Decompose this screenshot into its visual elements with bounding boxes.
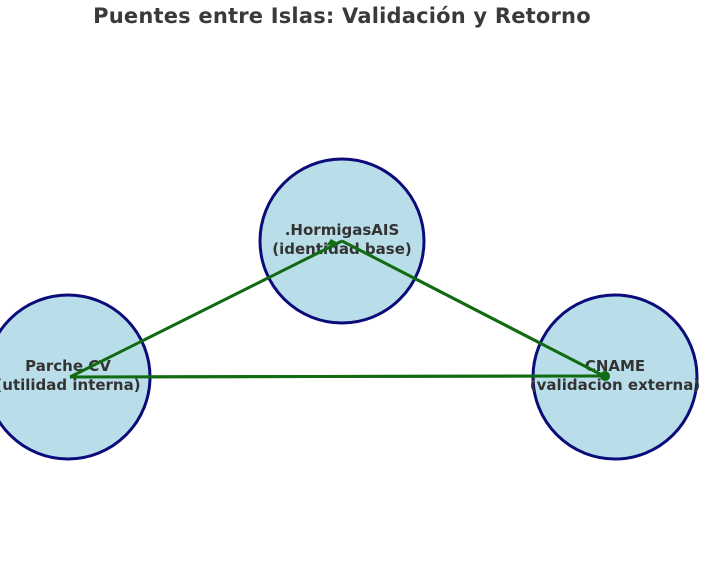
node-hormigas-line1: .HormigasAIS	[285, 221, 400, 239]
node-hormigas-line2: (identidad base)	[272, 240, 412, 258]
arrow-end-cname	[600, 371, 610, 381]
arrowhead-to-hormigas	[326, 239, 338, 246]
node-parche-line2: (utilidad interna)	[0, 376, 141, 394]
diagram-title: Puentes entre Islas: Validación y Retorn…	[93, 4, 591, 28]
edge-hormigas-cname-overlay	[341, 239, 605, 378]
node-cname: CNAME (validación externa)	[530, 293, 700, 461]
node-cname-line2: (validación externa)	[530, 376, 700, 394]
edge-parche-hormigas-overlay	[69, 239, 343, 379]
node-parche-line1: Parche CV	[25, 357, 111, 375]
edge-parche-cname-overlay	[69, 374, 605, 379]
node-cname-line1: CNAME	[585, 357, 645, 375]
